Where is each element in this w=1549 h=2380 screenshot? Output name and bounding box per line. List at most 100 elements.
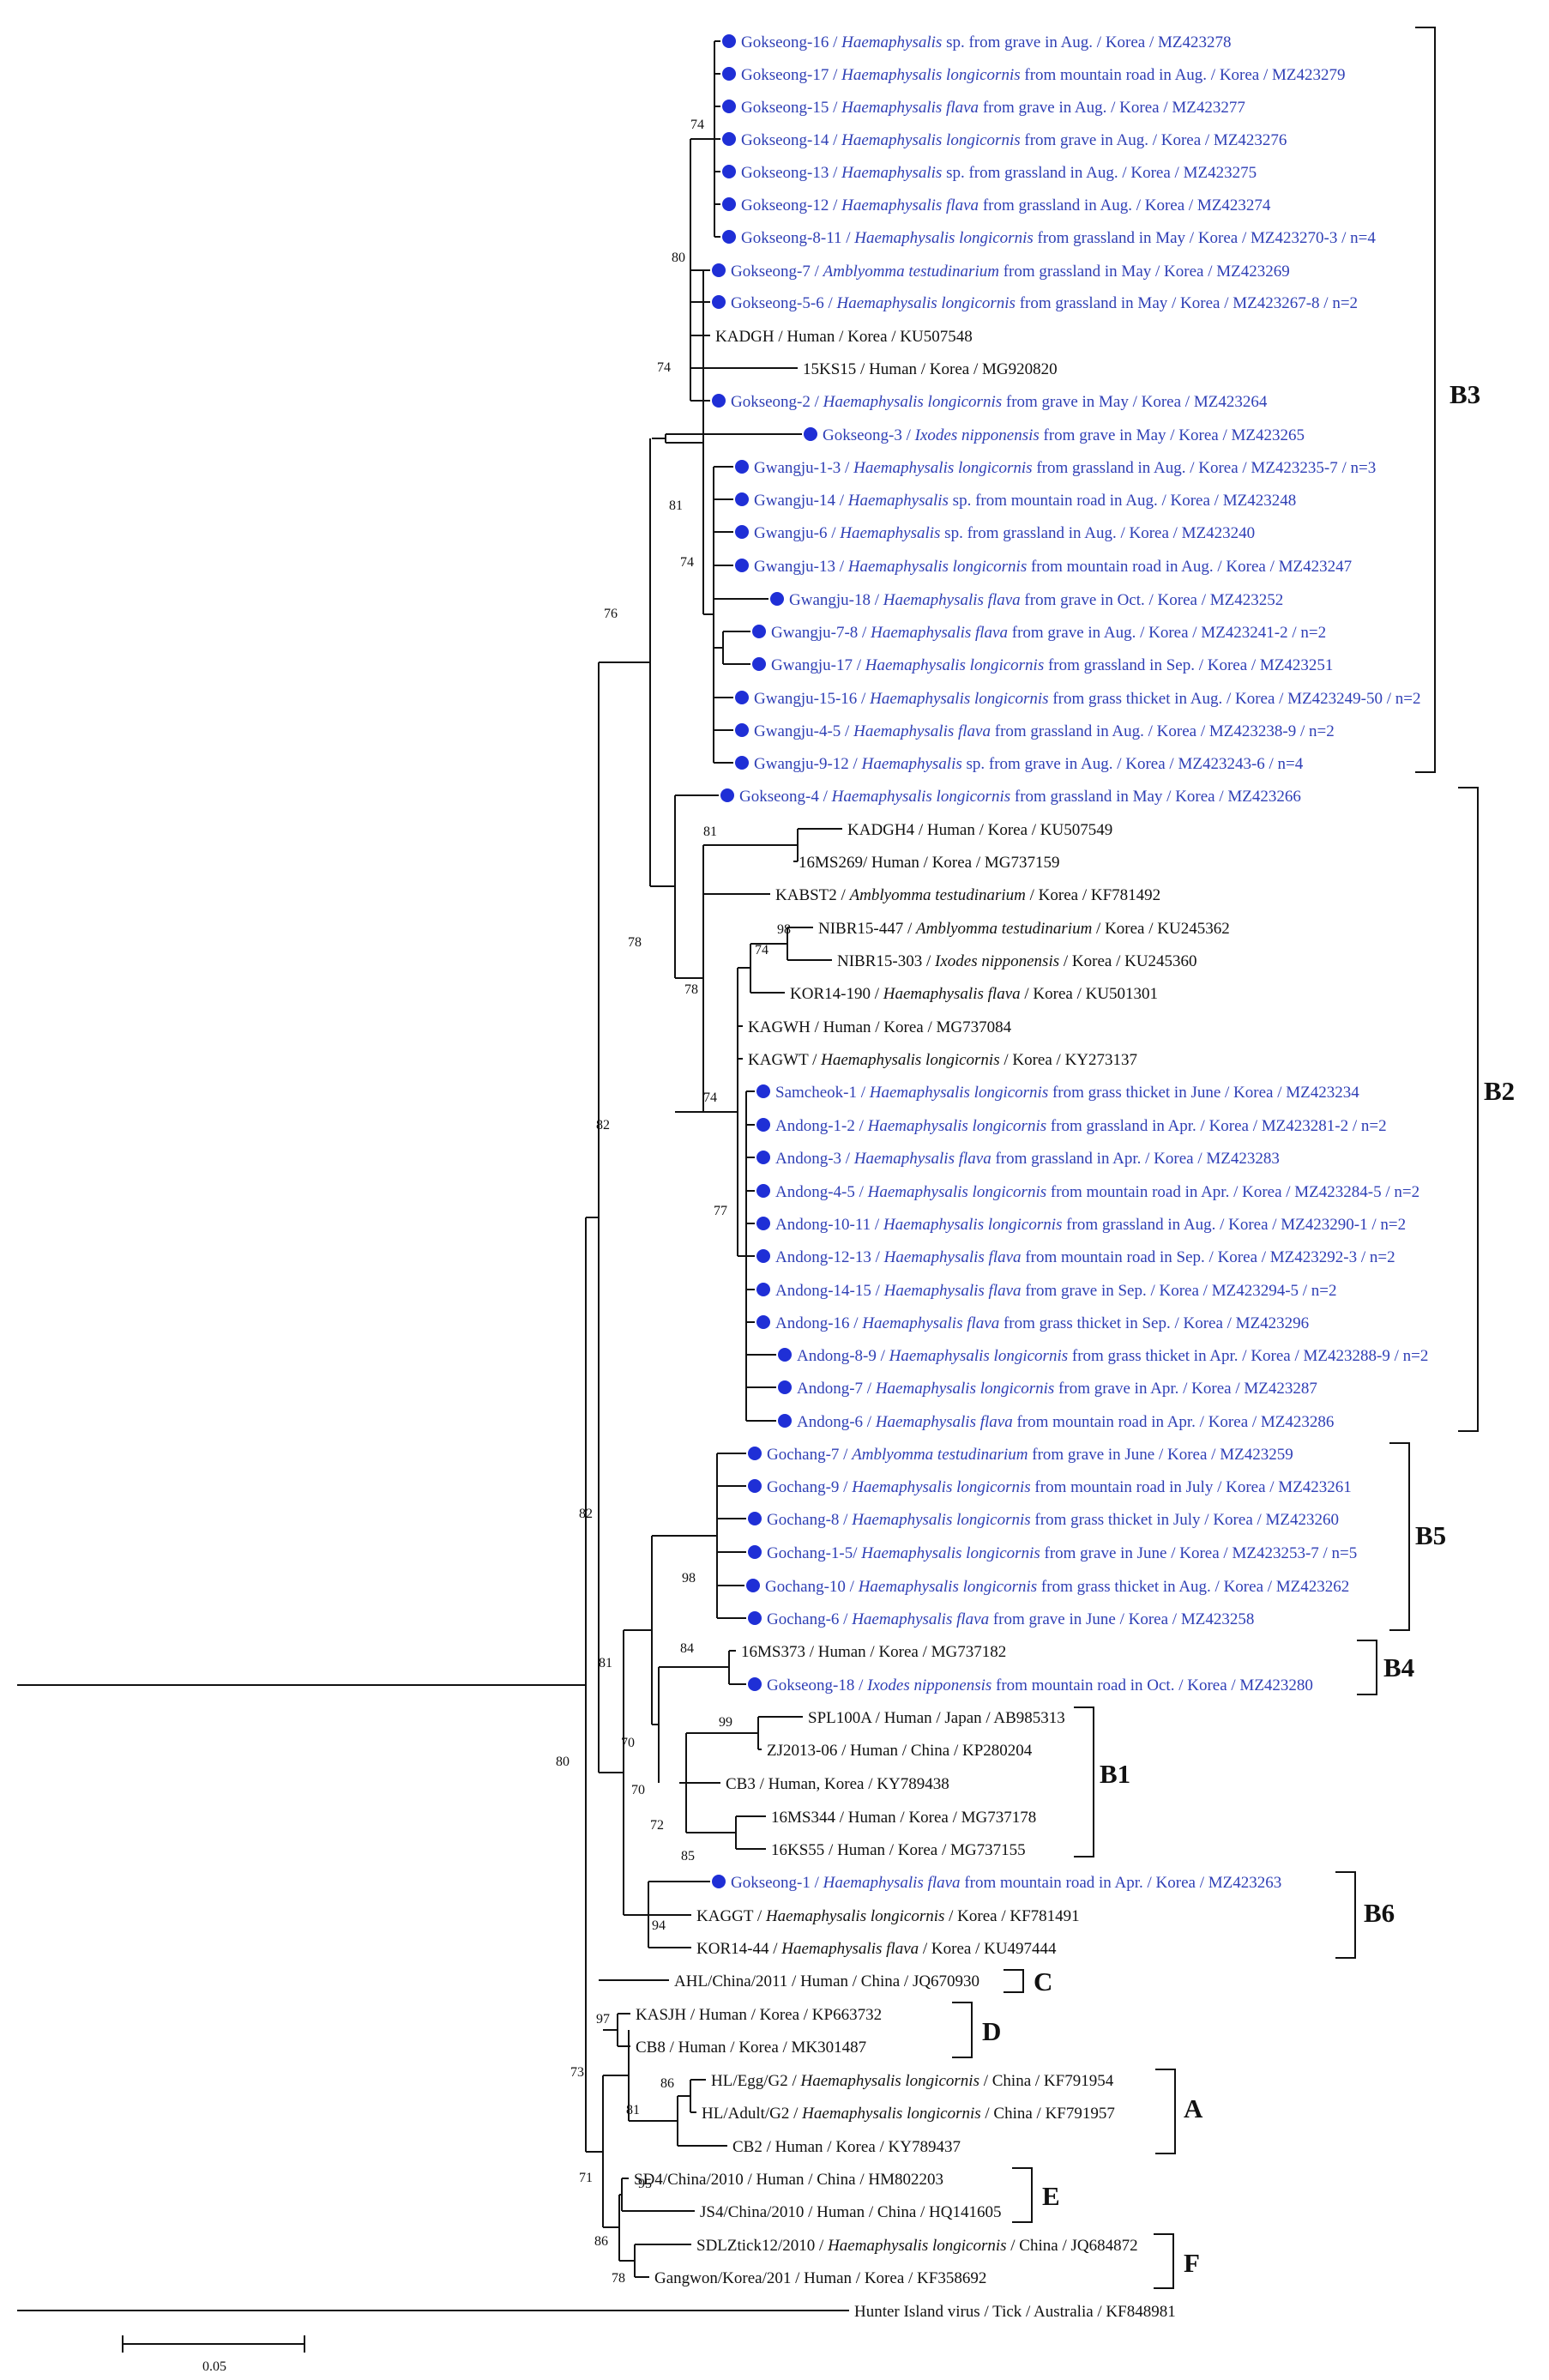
tip-label: JS4/China/2010 / Human / China / HQ14160…	[700, 2203, 1002, 2221]
tip-label: CB3 / Human, Korea / KY789438	[726, 1775, 949, 1793]
tip-label: Hunter Island virus / Tick / Australia /…	[854, 2303, 1176, 2321]
tip-label-details: from mountain road in Sep. / Korea / MZ4…	[1022, 1248, 1395, 1266]
tip-label-details: from mountain road in Apr. / Korea / MZ4…	[1046, 1183, 1419, 1201]
tip-labels: Gokseong-16 / Haemaphysalis sp. from gra…	[634, 33, 1428, 2321]
tip-label-name: Andong-8-9 /	[797, 1347, 889, 1365]
tip-label-species: Haemaphysalis longicornis	[867, 1183, 1046, 1201]
tip-label-details: from grassland in Apr. / Korea / MZ42328…	[991, 1150, 1280, 1168]
bootstrap-value: 80	[556, 1755, 570, 1769]
study-sample-marker-icon	[722, 197, 736, 211]
tip-label: Andong-4-5 / Haemaphysalis longicornis f…	[775, 1183, 1419, 1201]
study-sample-marker-icon	[722, 165, 736, 178]
clade-label: D	[982, 2016, 1001, 2046]
tip-label-species: Haemaphysalis flava	[841, 196, 979, 214]
study-sample-marker-icon	[735, 723, 749, 737]
tip-label: Samcheok-1 / Haemaphysalis longicornis f…	[775, 1084, 1359, 1102]
bootstrap-value: 85	[681, 1849, 695, 1864]
tip-label-name: Gokseong-5-6 /	[731, 294, 836, 312]
study-sample-marker-icon	[712, 295, 726, 309]
tip-label-details: / China / KF791954	[979, 2072, 1114, 2090]
bootstrap-value: 70	[631, 1783, 645, 1797]
tip-label-species: Haemaphysalis longicornis	[835, 294, 1015, 312]
tip-label-name: Hunter Island virus / Tick / Australia /…	[854, 2303, 1176, 2321]
tip-label-species: Haemaphysalis longicornis	[865, 656, 1044, 674]
tip-label: NIBR15-303 / Ixodes nipponensis / Korea …	[837, 952, 1197, 970]
tip-label-species: Haemaphysalis flava	[823, 1874, 961, 1892]
tip-label-name: Gwangju-6 /	[754, 524, 840, 542]
study-sample-marker-icon	[735, 559, 749, 572]
clade-label: E	[1042, 2181, 1060, 2211]
bootstrap-values: 7480748174768198747878747782829884819970…	[556, 118, 791, 2286]
tip-label: Gokseong-15 / Haemaphysalis flava from g…	[741, 99, 1245, 117]
tree-branches	[17, 40, 849, 2311]
tip-label-name: Gwangju-15-16 /	[754, 690, 870, 708]
tip-label-name: Gochang-7 /	[767, 1446, 852, 1464]
tip-label-details: from grass thicket in Aug. / Korea / MZ4…	[1049, 690, 1421, 708]
bootstrap-value: 86	[660, 2076, 674, 2091]
tip-label-details: sp. from mountain road in Aug. / Korea /…	[949, 492, 1296, 510]
tip-label-name: 15KS15 / Human / Korea / MG920820	[803, 360, 1058, 378]
tip-label-name: NIBR15-303 /	[837, 952, 935, 970]
tip-label-name: Gokseong-14 /	[741, 131, 841, 149]
tip-label: Gwangju-15-16 / Haemaphysalis longicorni…	[754, 690, 1421, 708]
tip-label-name: Gangwon/Korea/201 / Human / Korea / KF35…	[654, 2269, 986, 2287]
tip-label-details: / Korea / KF781491	[944, 1907, 1079, 1925]
tip-label-details: from grave in Sep. / Korea / MZ423294-5 …	[1022, 1282, 1337, 1300]
tip-label: Gochang-9 / Haemaphysalis longicornis fr…	[767, 1478, 1352, 1496]
tip-label-details: from grassland in May / Korea / MZ423267…	[1016, 294, 1358, 312]
study-sample-marker-icon	[756, 1184, 770, 1198]
bootstrap-value: 73	[570, 2065, 584, 2080]
tip-label-details: / Korea / KY273137	[1000, 1051, 1137, 1069]
tip-label-name: Gwangju-9-12 /	[754, 755, 862, 773]
bootstrap-value: 82	[579, 1507, 593, 1521]
bootstrap-value: 74	[657, 360, 671, 375]
tip-label-species: Haemaphysalis flava	[851, 1610, 989, 1628]
tip-label-details: from grassland in Sep. / Korea / MZ42325…	[1044, 656, 1333, 674]
tip-label-name: Andong-4-5 /	[775, 1183, 868, 1201]
bootstrap-value: 95	[638, 2177, 652, 2191]
tip-label-details: from grave in June / Korea / MZ423253-7 …	[1040, 1544, 1358, 1562]
tip-label-details: sp. from grassland in Aug. / Korea / MZ4…	[942, 164, 1257, 182]
tip-label: KABST2 / Amblyomma testudinarium / Korea…	[775, 886, 1160, 904]
tip-label-name: Gochang-1-5/	[767, 1544, 861, 1562]
tip-label-name: Andong-1-2 /	[775, 1117, 868, 1135]
bootstrap-value: 82	[596, 1118, 610, 1133]
tip-label-name: Gokseong-17 /	[741, 66, 841, 84]
tip-label-name: KAGGT /	[696, 1907, 766, 1925]
tip-label-details: from grassland in Aug. / Korea / MZ42323…	[991, 722, 1335, 740]
tip-label-species: Haemaphysalis longicornis	[801, 2105, 980, 2123]
bootstrap-value: 74	[755, 943, 768, 957]
bootstrap-value: 78	[684, 982, 698, 997]
tip-label: 16MS373 / Human / Korea / MG737182	[741, 1643, 1006, 1661]
tip-label-species: Haemaphysalis longicornis	[841, 66, 1020, 84]
tip-label-details: from grassland in May / Korea / MZ423270…	[1034, 229, 1377, 247]
tip-label-name: JS4/China/2010 / Human / China / HQ14160…	[700, 2203, 1002, 2221]
tip-label: Gokseong-7 / Amblyomma testudinarium fro…	[731, 263, 1290, 281]
tip-label: CB8 / Human / Korea / MK301487	[636, 2039, 866, 2057]
study-sample-marker-icon	[735, 460, 749, 474]
clade-bracket	[1012, 2167, 1033, 2223]
tip-label-name: KABST2 /	[775, 886, 850, 904]
tip-label-species: Haemaphysalis flava	[883, 985, 1021, 1003]
study-sample-marker-icon	[756, 1217, 770, 1230]
tip-label-species: Haemaphysalis longicornis	[823, 393, 1002, 411]
tip-label-name: Gwangju-1-3 /	[754, 459, 853, 477]
study-sample-marker-icon	[735, 756, 749, 770]
tip-label-species: Haemaphysalis longicornis	[800, 2072, 979, 2090]
tip-label: Gochang-8 / Haemaphysalis longicornis fr…	[767, 1511, 1339, 1529]
tip-label-name: Andong-3 /	[775, 1150, 854, 1168]
tip-label-species: Haemaphysalis	[861, 755, 962, 773]
tip-label: 16MS269/ Human / Korea / MG737159	[799, 854, 1060, 872]
study-sample-marker-icon	[752, 625, 766, 638]
tip-label-details: from grassland in Aug. / Korea / MZ42329…	[1062, 1216, 1406, 1234]
clade-label: B2	[1484, 1076, 1515, 1106]
tip-label-species: Haemaphysalis longicornis	[875, 1380, 1054, 1398]
tip-label-name: SPL100A / Human / Japan / AB985313	[808, 1709, 1065, 1727]
tip-label: SPL100A / Human / Japan / AB985313	[808, 1709, 1065, 1727]
tip-label: Gwangju-6 / Haemaphysalis sp. from grass…	[754, 524, 1255, 542]
bootstrap-value: 74	[690, 118, 704, 132]
tip-label-details: from grass thicket in Aug. / Korea / MZ4…	[1037, 1578, 1349, 1596]
study-sample-marker-icon	[712, 394, 726, 408]
tip-label: HL/Egg/G2 / Haemaphysalis longicornis / …	[711, 2072, 1114, 2090]
